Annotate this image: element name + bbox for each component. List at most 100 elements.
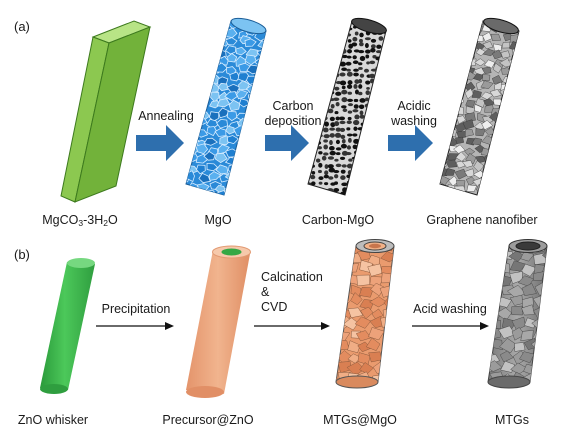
texture-cell bbox=[347, 387, 360, 396]
texture-pore bbox=[365, 97, 369, 102]
texture-pore bbox=[323, 78, 330, 84]
texture-pore bbox=[321, 48, 327, 53]
texture-cell bbox=[541, 330, 547, 344]
texture-pore bbox=[384, 104, 386, 109]
texture-pore bbox=[330, 103, 335, 109]
texture-pore bbox=[333, 169, 340, 174]
texture-pore bbox=[310, 174, 316, 180]
texture-cell bbox=[186, 189, 196, 195]
texture-cell bbox=[445, 30, 456, 43]
texture-cell bbox=[229, 71, 240, 82]
texture-pore bbox=[376, 114, 382, 118]
texture-cell bbox=[516, 145, 519, 157]
texture-pore bbox=[334, 132, 342, 138]
texture-cell bbox=[427, 186, 436, 195]
texture-cell bbox=[430, 45, 438, 52]
texture-cell bbox=[532, 351, 546, 364]
texture-pore bbox=[371, 162, 376, 168]
texture-cell bbox=[464, 88, 474, 100]
texture-pore bbox=[323, 152, 329, 156]
texture-pore bbox=[341, 182, 348, 187]
texture-cell bbox=[247, 118, 262, 128]
texture-cell bbox=[517, 130, 519, 140]
texture-pore bbox=[346, 71, 353, 77]
texture-cell bbox=[520, 330, 534, 341]
texture-pore bbox=[366, 61, 370, 65]
texture-pore bbox=[334, 158, 339, 162]
texture-pore bbox=[329, 192, 334, 195]
block-arrow-annealing bbox=[136, 125, 184, 161]
texture-cell bbox=[482, 31, 493, 42]
texture-pore bbox=[388, 164, 392, 167]
texture-cell bbox=[532, 363, 547, 376]
texture-cell bbox=[521, 283, 537, 296]
texture-pore bbox=[381, 53, 386, 59]
texture-pore bbox=[383, 193, 386, 195]
texture-cell bbox=[440, 48, 448, 58]
texture-pore bbox=[358, 174, 363, 178]
arrow-label-annealing: Annealing bbox=[138, 109, 194, 123]
texture-cell bbox=[445, 74, 458, 82]
texture-pore bbox=[329, 133, 335, 138]
texture-cell bbox=[196, 83, 210, 92]
texture-pore bbox=[388, 93, 392, 97]
texture-pore bbox=[372, 55, 377, 59]
texture-pore bbox=[341, 21, 348, 23]
texture-pore bbox=[358, 62, 363, 66]
texture-pore bbox=[335, 127, 341, 132]
texture-pore bbox=[328, 21, 333, 24]
texture-cell bbox=[440, 104, 451, 114]
texture-cell bbox=[392, 253, 394, 268]
texture-cell bbox=[440, 33, 449, 43]
texture-pore bbox=[300, 194, 304, 197]
texture-pore bbox=[300, 86, 304, 91]
texture-cell bbox=[257, 84, 266, 94]
texture-cell bbox=[186, 66, 189, 77]
texture-cell bbox=[489, 89, 502, 98]
texture-pore bbox=[308, 39, 311, 43]
texture-cell bbox=[226, 135, 240, 145]
precursor-zno-cylinder bbox=[186, 245, 251, 398]
texture-cell bbox=[440, 26, 452, 35]
texture-cell bbox=[428, 192, 438, 202]
texture-pore bbox=[308, 79, 310, 83]
texture-pore bbox=[342, 108, 348, 113]
texture-pore bbox=[370, 192, 377, 195]
texture-pore bbox=[388, 181, 394, 184]
texture-cell bbox=[264, 174, 266, 186]
texture-cell bbox=[336, 330, 337, 341]
texture-cell bbox=[444, 113, 455, 123]
texture-cell bbox=[456, 115, 466, 125]
texture-cell bbox=[254, 110, 265, 120]
texture-cell bbox=[517, 176, 519, 186]
texture-cell bbox=[356, 250, 372, 261]
texture-cell bbox=[510, 183, 519, 193]
texture-cell bbox=[488, 248, 495, 261]
block-arrow-acidic-washing bbox=[388, 125, 433, 161]
texture-cell bbox=[447, 27, 457, 37]
texture-cell bbox=[245, 144, 257, 154]
texture-cell bbox=[379, 386, 395, 398]
texture-cell bbox=[440, 56, 450, 67]
texture-pore bbox=[308, 85, 311, 90]
texture-pore bbox=[371, 121, 377, 127]
texture-pore bbox=[376, 150, 383, 155]
texture-cell bbox=[236, 170, 249, 180]
texture-cell bbox=[444, 168, 456, 176]
texture-pore bbox=[323, 32, 328, 37]
texture-pore bbox=[358, 91, 363, 96]
texture-cell bbox=[498, 325, 516, 339]
arrow-label-acidic-washing: Acidic washing bbox=[391, 99, 437, 128]
texture-pore bbox=[378, 138, 383, 143]
texture-cell bbox=[391, 383, 407, 397]
texture-cell bbox=[186, 27, 187, 37]
texture-pore bbox=[339, 30, 346, 35]
texture-pore bbox=[333, 38, 340, 43]
texture-pore bbox=[308, 50, 310, 54]
texture-pore bbox=[329, 127, 336, 131]
texture-pore bbox=[335, 91, 342, 96]
texture-pore bbox=[309, 32, 315, 36]
texture-cell bbox=[428, 65, 437, 73]
texture-cell bbox=[493, 43, 502, 51]
texture-cell bbox=[186, 92, 187, 102]
